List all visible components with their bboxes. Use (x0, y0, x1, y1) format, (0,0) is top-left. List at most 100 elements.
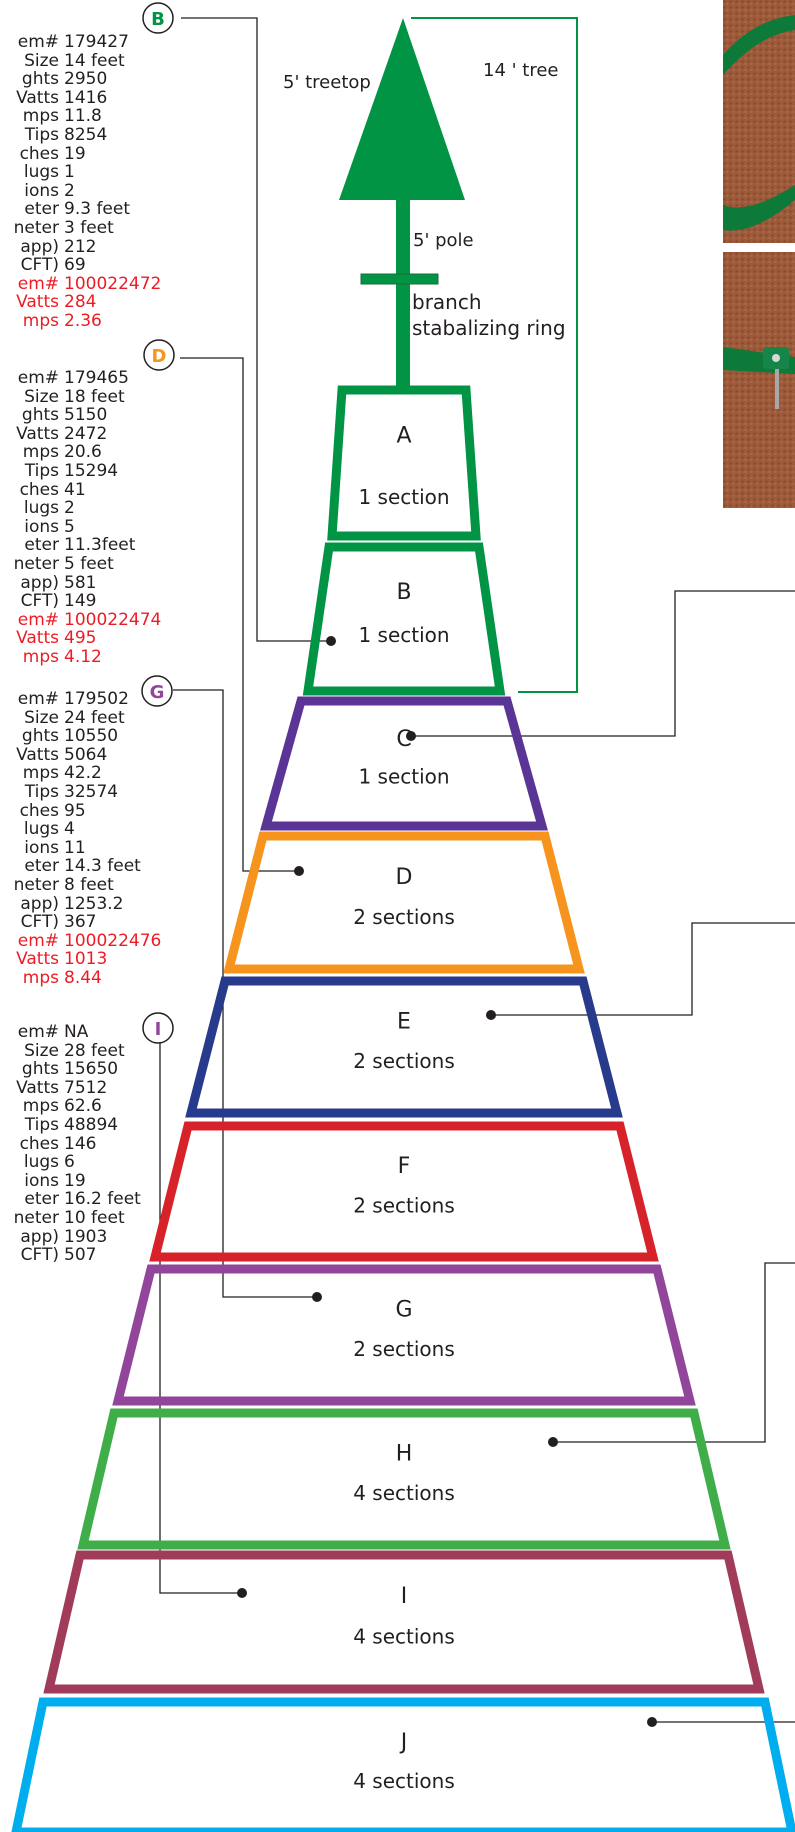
spec-label: Tips (24, 460, 59, 481)
section-i: I4 sections (43, 1550, 765, 1694)
spec-label: CFT) (20, 912, 59, 933)
spec-value: 5 feet (64, 553, 114, 574)
spec-label: lugs (23, 819, 59, 840)
spec-value: 18 feet (64, 386, 125, 407)
spec-value: 2 (64, 180, 75, 201)
spec-value: 5150 (64, 405, 108, 426)
spec-row: CFT)149 (0, 592, 150, 611)
spec-value: 15294 (64, 460, 119, 481)
spec-row: em#179427 (0, 33, 150, 52)
spec-label: lugs (23, 162, 59, 183)
spec-value: 11.8 (64, 106, 102, 127)
spec-label: app) (20, 1226, 59, 1247)
spec-value: 1903 (64, 1226, 108, 1247)
section-count: 4 sections (353, 1624, 455, 1648)
spec-value: 41 (64, 479, 86, 500)
spec-label: neter (13, 874, 59, 895)
section-frame (77, 1408, 731, 1550)
tree-height-bracket (411, 17, 578, 693)
spec-label: eter (24, 199, 59, 220)
spec-value: 14 feet (64, 50, 125, 71)
badge-d: D (143, 339, 175, 371)
section-count: 1 section (358, 765, 449, 789)
tree-structure (339, 17, 578, 693)
tree-height-label: 14 ' tree (483, 60, 559, 81)
ring-label-line2: stabalizing ring (412, 316, 566, 340)
spec-label: ches (19, 1133, 59, 1154)
badge-g: G (141, 675, 173, 707)
spec-row: em#100022472 (0, 273, 162, 294)
section-letter: E (397, 1010, 411, 1035)
spec-label: Vatts (16, 628, 59, 649)
spec-value: 10 feet (64, 1207, 125, 1228)
spec-value: 2.36 (64, 310, 102, 331)
spec-row: CFT)507 (0, 1246, 150, 1265)
badge-letter: D (152, 346, 167, 367)
leader-dot-icon (548, 1437, 558, 1447)
callout-g-line (173, 689, 317, 1298)
spec-label: eter (24, 1189, 59, 1210)
spec-label: em# (17, 32, 59, 52)
product-photo-top (723, 0, 795, 243)
spec-value: 95 (64, 800, 86, 821)
spec-value: 42.2 (64, 763, 102, 784)
spec-row: app)581 (0, 573, 150, 593)
spec-value: 100022476 (64, 930, 162, 951)
section-count: 1 section (358, 485, 449, 509)
spec-label: mps (22, 646, 59, 667)
spec-value: 11 (64, 837, 86, 858)
spec-value: 32574 (64, 781, 119, 802)
spec-label: eter (24, 856, 59, 877)
spec-value: 69 (64, 255, 86, 276)
spec-value: NA (64, 1022, 89, 1042)
callout-b-line (181, 17, 331, 642)
spec-label: em# (17, 689, 59, 709)
spec-value: 28 feet (64, 1040, 125, 1061)
spec-label: neter (13, 1207, 59, 1228)
section-frame (302, 542, 506, 696)
section-letter: J (399, 1730, 408, 1755)
spec-row: app)1903 (0, 1226, 150, 1247)
spec-value: 19 (64, 143, 86, 164)
spec-label: Tips (24, 124, 59, 145)
spec-value: 507 (64, 1245, 97, 1266)
badge-circle-icon (142, 2, 174, 34)
spec-value: 7512 (64, 1077, 108, 1098)
section-count: 2 sections (353, 1049, 455, 1073)
section-letter: G (395, 1298, 412, 1323)
badge-letter: G (150, 682, 165, 703)
callout-h-line (553, 1262, 795, 1443)
spec-label: eter (24, 535, 59, 556)
badge-circle-icon (143, 339, 175, 371)
spec-value: 100022474 (64, 609, 162, 630)
badge-circle-icon (141, 675, 173, 707)
spec-label: Tips (24, 1114, 59, 1135)
tree-pole (396, 198, 410, 390)
section-letter: D (396, 865, 413, 890)
spec-label: ghts (21, 69, 59, 90)
spec-label: lugs (23, 1152, 59, 1173)
spec-label: em# (17, 273, 59, 294)
spec-label: em# (17, 609, 59, 630)
spec-value: 179427 (64, 32, 129, 52)
